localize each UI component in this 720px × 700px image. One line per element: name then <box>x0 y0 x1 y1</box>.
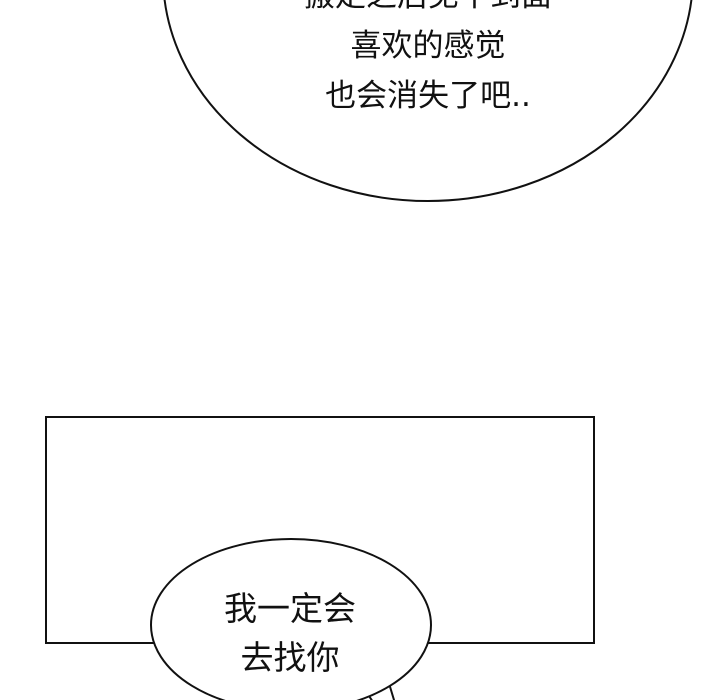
bubble-line: 搬走之后见不到面 <box>163 0 693 15</box>
bubble-line: 去找你 <box>240 638 340 677</box>
top-speech-bubble <box>163 0 693 202</box>
bubble-line: 喜欢的感觉 <box>350 28 506 64</box>
bottom-speech-bubble <box>150 538 432 700</box>
bubble-line: 也会消失了吧.. <box>325 78 531 114</box>
top-bubble-text: 搬走之后见不到面 喜欢的感觉 也会消失了吧.. <box>163 0 693 200</box>
bottom-bubble-text: 我一定会 去找你 <box>150 540 430 700</box>
bubble-line: 我一定会 <box>224 589 356 628</box>
